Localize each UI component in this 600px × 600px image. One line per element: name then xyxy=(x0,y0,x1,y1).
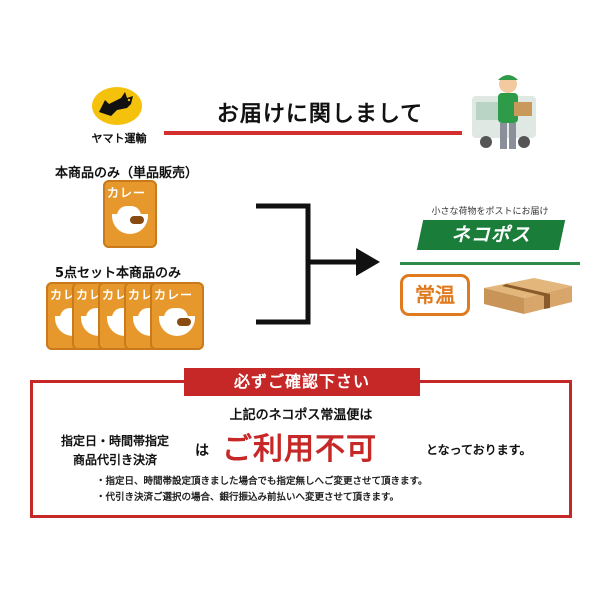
notice-note2: ・代引き決済ご選択の場合、銀行振込み前払いへ変更させて頂きます。 xyxy=(96,492,400,503)
notice-right-text: となっております。 xyxy=(426,443,532,457)
set-product-label: 5点セット本商品のみ xyxy=(55,266,182,281)
title-underline xyxy=(164,131,462,135)
black-cat-logo-icon xyxy=(92,87,142,125)
delivery-man-icon xyxy=(472,75,536,149)
notice-line1: 上記のネコポス常温便は xyxy=(229,408,373,423)
notice-ha: は xyxy=(195,443,209,459)
curry-pouch: カレー xyxy=(150,282,204,350)
nekopos-caption: 小さな荷物をポストにお届け xyxy=(431,207,549,217)
nekopos-logo-text: ネコポス xyxy=(451,224,531,246)
cardboard-box-icon xyxy=(484,278,572,314)
curry-pouch: カレー xyxy=(103,180,157,248)
curry-icon xyxy=(130,216,144,224)
divider xyxy=(400,262,580,265)
notice-title-banner xyxy=(184,368,420,396)
notice-unavailable: ご利用不可 xyxy=(222,432,377,467)
notice-left-line1: 指定日・時間帯指定 xyxy=(60,434,169,448)
notice-note1: ・指定日、時間帯設定頂きました場合でも指定無しへご変更させて頂きます。 xyxy=(96,476,428,487)
pouch-label: カレー xyxy=(107,186,147,200)
notice-title: 必ずご確認下さい xyxy=(233,372,370,391)
pouch-label: カレー xyxy=(154,288,194,302)
merge-arrow-icon xyxy=(256,203,380,325)
notice-left-line2: 商品代引き決済 xyxy=(72,453,157,467)
page-title: お届けに関しまして xyxy=(216,102,424,127)
single-product-label: 本商品のみ（単品販売） xyxy=(55,166,199,181)
logo-text: ヤマト運輸 xyxy=(91,132,147,145)
temperature-badge: 常温 xyxy=(400,274,470,316)
curry-icon xyxy=(177,318,191,326)
yamato-logo: ヤマト運輸 xyxy=(84,86,154,146)
